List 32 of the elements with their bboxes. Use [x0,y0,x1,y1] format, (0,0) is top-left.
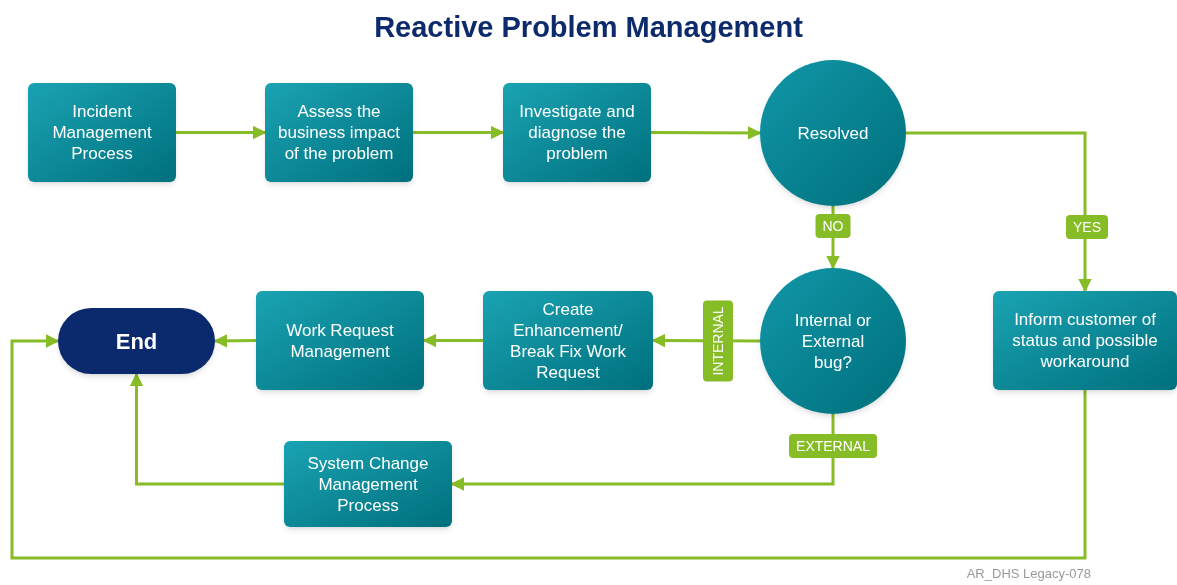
arrow [413,125,505,140]
terminator-pill [58,308,215,374]
process-box [483,291,653,390]
edge-label: NO [815,214,851,238]
arrow [176,125,267,140]
node-label: Inform customer of status and possible workaround [1011,309,1159,372]
process-box [265,83,413,182]
node-label: Work Request Management [285,319,395,362]
edge-label: YES [1066,215,1108,239]
node-label: Investigate and diagnose the problem [518,101,636,164]
node-label: Internal or External bug? [793,309,873,373]
edge-label: INTERNAL [703,300,733,382]
process-box [503,83,651,182]
arrow [450,414,835,491]
node-label: System Change Management Process [306,452,430,516]
arrow [651,126,762,140]
arrow [10,334,1087,560]
diagram-title: Reactive Problem Management [373,10,804,45]
process-box [284,441,452,527]
node-label: End [115,327,158,356]
process-box [28,83,176,182]
arrow [422,333,483,348]
process-box [993,291,1177,390]
arrow [129,372,284,486]
node-label: Create Enhancement/ Break Fix Work Request [509,298,627,383]
node-label: Incident Management Process [51,101,153,164]
edge-label: EXTERNAL [789,434,877,458]
node-label: Assess the business impact of the problem [277,101,401,164]
figure-id-note: AR_DHS Legacy-078 [966,564,1091,583]
node-label: Resolved [797,122,869,144]
process-box [256,291,424,390]
arrow [906,131,1092,293]
